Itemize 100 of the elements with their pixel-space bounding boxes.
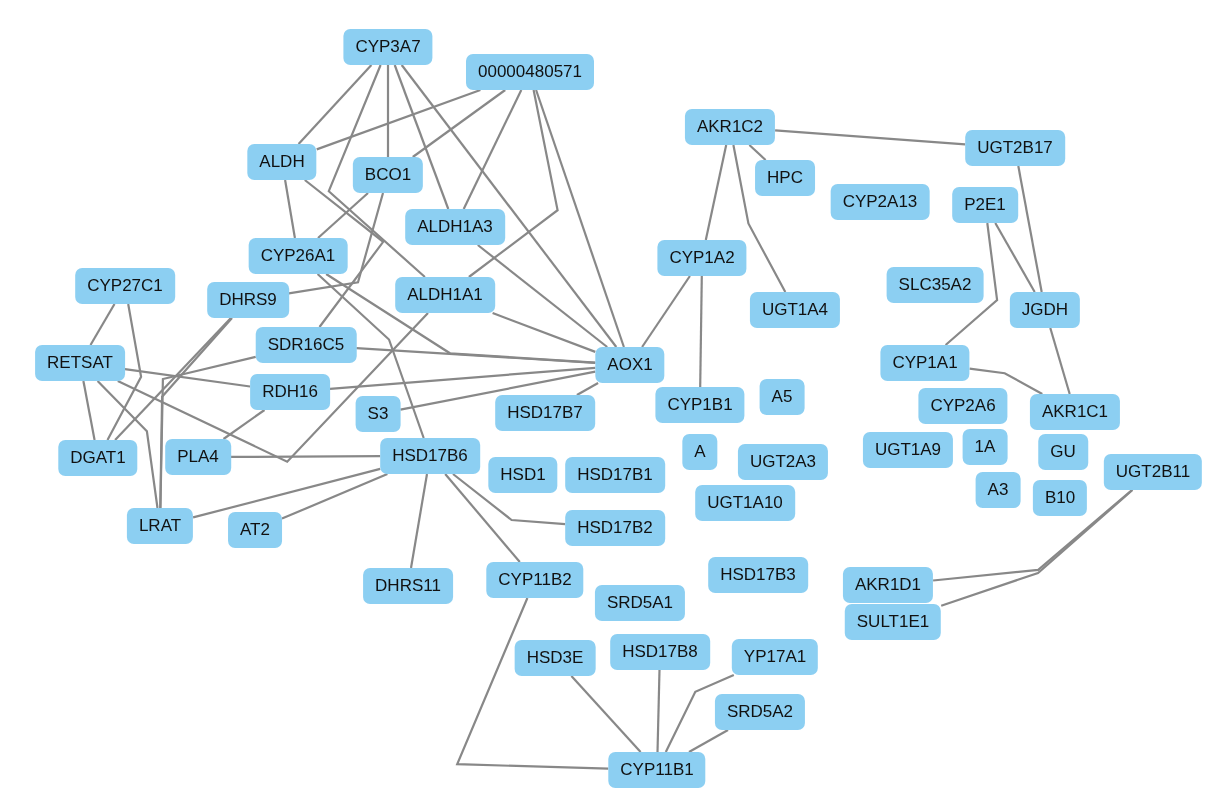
interaction-line <box>297 64 373 145</box>
interaction-line <box>317 192 369 239</box>
protein-node: HSD17B6 <box>380 438 480 474</box>
protein-node: CYP3A7 <box>343 29 433 65</box>
protein-node: SRD5A2 <box>714 694 806 730</box>
protein-node: HSD17B1 <box>565 457 665 493</box>
protein-node: HPC <box>755 160 815 196</box>
protein-node: S3 <box>355 396 401 432</box>
protein-node: UGT2B11 <box>1103 454 1203 490</box>
interaction-line <box>940 489 1134 607</box>
protein-node: AKR1D1 <box>842 567 934 603</box>
protein-node: HSD17B3 <box>708 557 808 593</box>
protein-node: UGT1A9 <box>862 432 954 468</box>
interaction-line <box>656 669 661 753</box>
protein-node: CYP11B1 <box>608 752 706 788</box>
protein-node: CYP27C1 <box>75 268 175 304</box>
protein-node: CYP1B1 <box>655 387 745 423</box>
interaction-line <box>316 88 481 151</box>
protein-node: AKR1C1 <box>1029 394 1121 430</box>
interaction-line <box>570 675 642 753</box>
interaction-line <box>688 729 729 753</box>
protein-node: A <box>682 434 718 470</box>
interaction-line <box>576 382 599 396</box>
interaction-line <box>159 355 256 509</box>
protein-node: CYP26A1 <box>248 238 348 274</box>
interaction-line <box>412 89 506 158</box>
protein-node: UGT2A3 <box>737 444 829 480</box>
protein-node: ALDH <box>247 144 317 180</box>
interaction-line <box>1049 327 1071 395</box>
protein-node: ALDH1A1 <box>395 277 495 313</box>
interaction-line <box>284 179 296 239</box>
protein-node: CYP2A13 <box>830 184 930 220</box>
protein-node: LRAT <box>126 508 194 544</box>
protein-node: HSD3E <box>514 640 596 676</box>
interaction-line <box>325 273 596 364</box>
interaction-line <box>664 674 735 753</box>
interaction-line <box>641 275 691 348</box>
protein-node: A3 <box>975 472 1021 508</box>
protein-node: HSD17B7 <box>495 395 595 431</box>
interaction-line <box>468 89 559 278</box>
interaction-line <box>1017 165 1043 293</box>
interaction-line <box>117 312 429 464</box>
protein-node: BCO1 <box>352 157 424 193</box>
interaction-line <box>699 276 703 387</box>
protein-node: SDR16C5 <box>255 327 357 363</box>
protein-node: DHRS9 <box>207 282 289 318</box>
protein-node: DGAT1 <box>58 440 138 476</box>
protein-node: CYP1A2 <box>657 240 747 276</box>
protein-node: UGT2B17 <box>965 130 1065 166</box>
interaction-line <box>316 273 425 439</box>
interaction-line <box>444 473 521 563</box>
interaction-line <box>455 597 609 770</box>
protein-node: P2E1 <box>952 187 1018 223</box>
protein-node: UGT1A4 <box>749 292 841 328</box>
interaction-line <box>492 311 596 353</box>
interaction-line <box>82 380 96 441</box>
protein-node: DHRS11 <box>363 568 453 604</box>
protein-node: JGDH <box>1009 292 1081 328</box>
interaction-line <box>732 144 787 293</box>
interaction-line <box>281 473 388 520</box>
protein-node: 1A <box>962 429 1008 465</box>
interaction-line <box>748 144 767 161</box>
interaction-line <box>704 144 728 241</box>
protein-node: CYP11B2 <box>486 562 584 598</box>
interaction-line <box>969 367 1043 395</box>
protein-node: RETSAT <box>35 345 125 381</box>
interaction-line <box>944 222 999 346</box>
protein-node: 00000480571 <box>466 54 594 90</box>
protein-node: GU <box>1038 434 1088 470</box>
interaction-line <box>329 366 596 390</box>
protein-node: CYP2A6 <box>918 388 1008 424</box>
protein-node: HSD17B2 <box>565 510 665 546</box>
protein-node: HSD1 <box>488 457 558 493</box>
interaction-line <box>114 317 232 441</box>
interaction-line <box>327 64 426 278</box>
interaction-line <box>400 370 596 411</box>
protein-node: ALDH1A3 <box>405 209 505 245</box>
interaction-line <box>409 473 429 569</box>
protein-node: CYP1A1 <box>880 345 970 381</box>
interaction-line <box>106 303 143 441</box>
interaction-line <box>386 65 390 157</box>
protein-node: AT2 <box>228 512 282 548</box>
interaction-line <box>89 303 116 346</box>
interaction-line <box>477 244 608 348</box>
protein-node: SULT1E1 <box>844 604 942 640</box>
protein-node: RDH16 <box>250 374 330 410</box>
protein-node: SLC35A2 <box>886 267 984 303</box>
interaction-line <box>535 89 625 348</box>
interaction-line <box>400 64 618 348</box>
protein-node: AKR1C2 <box>684 109 776 145</box>
interaction-line <box>452 473 566 526</box>
protein-node: YP17A1 <box>731 639 819 675</box>
protein-node: HSD17B8 <box>610 634 710 670</box>
protein-node: PLA4 <box>165 439 231 475</box>
interaction-line <box>393 64 450 210</box>
interaction-line <box>288 192 385 295</box>
interaction-line <box>775 129 966 146</box>
protein-node: UGT1A10 <box>695 485 795 521</box>
protein-node: SRD5A1 <box>594 585 686 621</box>
protein-node: AOX1 <box>595 347 665 383</box>
